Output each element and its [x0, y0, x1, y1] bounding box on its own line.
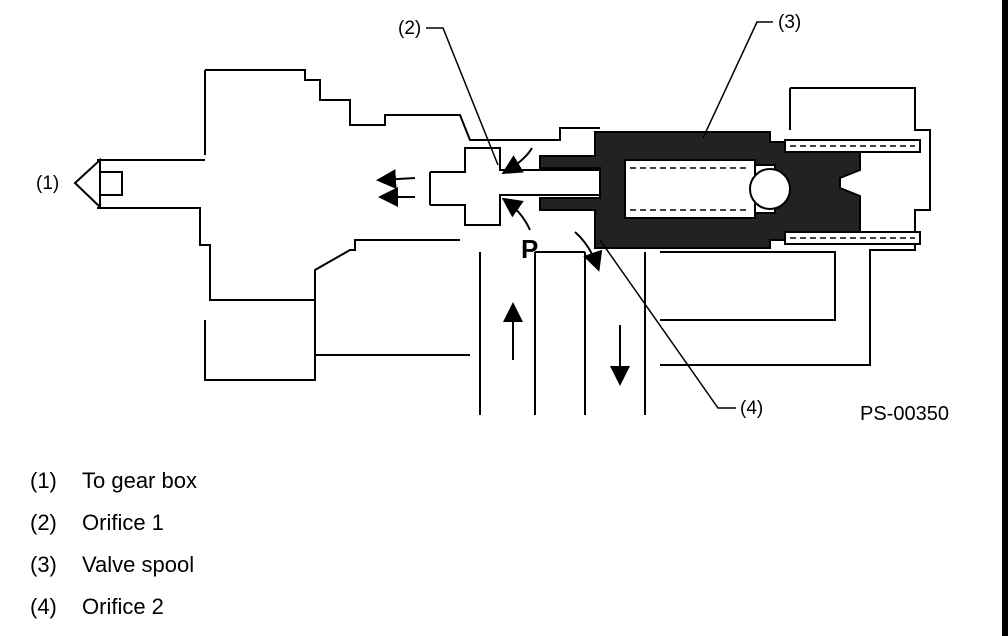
figure-id: PS-00350	[860, 403, 949, 425]
legend-list: (1) To gear box (2) Orifice 1 (3) Valve …	[30, 460, 530, 628]
flow-arrows	[376, 147, 630, 386]
legend-number: (4)	[30, 594, 57, 619]
legend-label: Orifice 1	[82, 510, 164, 535]
legend-number: (3)	[30, 552, 57, 577]
legend-item: (4) Orifice 2	[30, 586, 530, 628]
legend-number: (1)	[30, 468, 57, 493]
legend-item: (2) Orifice 1	[30, 502, 530, 544]
callout-label-4: (4)	[740, 398, 763, 419]
outlet-arrow-hollow	[73, 157, 123, 210]
dashed-passages	[630, 145, 915, 239]
legend-label: Valve spool	[82, 552, 195, 577]
scan-edge-border	[1002, 0, 1008, 636]
callout-label-3: (3)	[778, 12, 801, 33]
callout-label-1: (1)	[36, 173, 59, 194]
leader-lines	[426, 21, 773, 409]
legend-number: (2)	[30, 510, 57, 535]
spool-internal-passage	[624, 139, 921, 245]
callout-label-2: (2)	[398, 18, 421, 39]
legend-label: Orifice 2	[82, 594, 164, 619]
legend-item: (1) To gear box	[30, 460, 530, 502]
valve-cross-section-diagram: (1) (2) (3) (4) P PS-00350	[36, 12, 949, 425]
pressure-label: P	[521, 234, 538, 264]
legend-label: To gear box	[82, 468, 197, 493]
legend-item: (3) Valve spool	[30, 544, 530, 586]
housing-outline	[97, 69, 931, 415]
